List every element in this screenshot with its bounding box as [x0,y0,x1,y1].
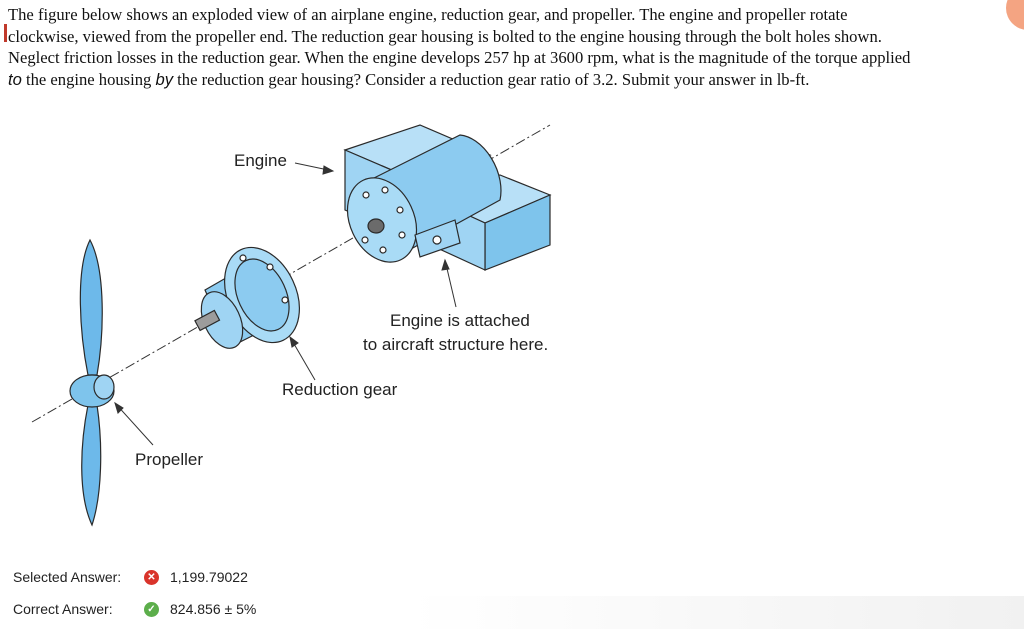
engine-housing [343,124,552,271]
attached-label-line-2: to aircraft structure here. [363,335,549,354]
reduction-gear-label: Reduction gear [282,380,398,399]
propeller-label: Propeller [135,450,204,469]
selected-answer-value: 1,199.79022 [170,569,248,585]
question-line-4-mid: the engine housing [21,69,156,89]
correct-check-icon: ✓ [144,602,159,617]
question-line-4-end: the reduction gear housing? Consider a r… [173,69,810,89]
text-cursor-marker [4,24,7,42]
correct-answer-value: 824.856 ± 5% [170,601,257,617]
leader-arrows [114,162,457,446]
attached-label-line-1: Engine is attached [390,311,530,330]
exploded-view-figure: Engine Engine is attached to aircraft st… [0,95,620,535]
engine-diagram [31,124,552,527]
answer-section: Selected Answer: ✕ 1,199.79022 Correct A… [13,566,413,630]
selected-answer-label: Selected Answer: [13,569,122,585]
italic-by: by [155,69,174,89]
question-line-3: Neglect friction losses in the reduction… [8,48,911,67]
incorrect-x-icon: ✕ [144,570,159,585]
question-line-1: The figure below shows an exploded view … [8,5,848,24]
engine-label: Engine [234,151,287,170]
reduction-gear [194,246,300,349]
corner-badge [1006,0,1024,30]
propeller [69,238,115,527]
bottom-shade [0,596,1024,629]
center-axis-line [31,124,551,423]
question-line-2: clockwise, viewed from the propeller end… [8,26,882,46]
correct-answer-row: Correct Answer: ✓ 824.856 ± 5% [13,598,413,630]
question-line-4: to the engine housing by the reduction g… [8,69,1018,91]
correct-answer-label: Correct Answer: [13,601,113,617]
italic-to: to [8,69,22,89]
question-text: The figure below shows an exploded view … [8,4,1018,90]
selected-answer-row: Selected Answer: ✕ 1,199.79022 [13,566,413,598]
